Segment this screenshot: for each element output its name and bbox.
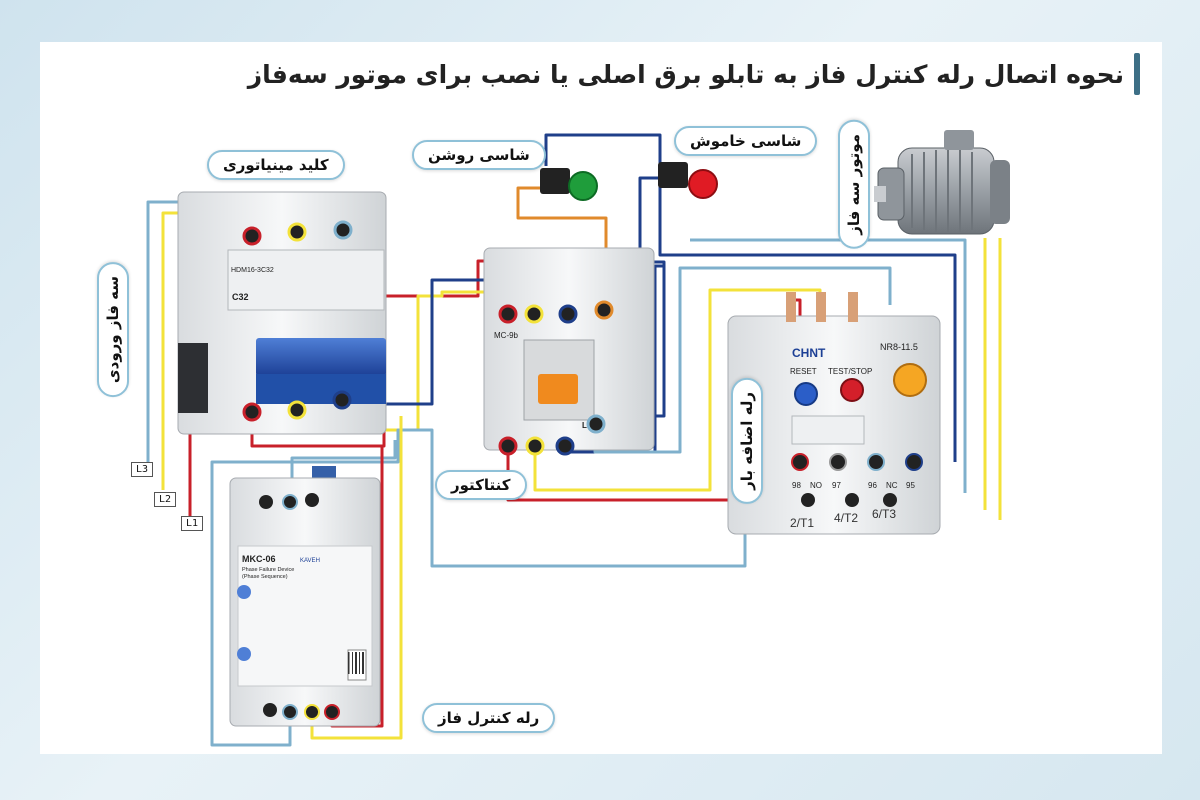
phase-tag-l2: L2 bbox=[154, 492, 177, 507]
wire-overload-blue-to-motor bbox=[544, 133, 957, 462]
aux-97: 97 bbox=[832, 481, 841, 490]
breaker-switch[interactable] bbox=[256, 338, 386, 376]
contactor-orange-actuator bbox=[538, 374, 578, 404]
overload-model: NR8-11.5 bbox=[880, 342, 918, 352]
aux-nc: NC bbox=[886, 481, 898, 490]
t1-label: 2/T1 bbox=[790, 516, 814, 530]
contactor-model: MC-9b bbox=[494, 331, 519, 340]
overload-brand: CHNT bbox=[792, 346, 826, 360]
test-stop-label: TEST/STOP bbox=[828, 367, 872, 376]
breaker-model: HDM16-3C32 bbox=[231, 267, 274, 274]
phase-tag-l3: L3 bbox=[131, 462, 154, 477]
relay-dial-bottom[interactable] bbox=[237, 647, 251, 661]
contactor: MC-9b LS bbox=[483, 247, 655, 456]
phase-relay-label: رله کنترل فاز bbox=[422, 703, 556, 733]
page-title: نحوه اتصال رله کنترل فاز به تابلو برق اص… bbox=[247, 59, 1124, 89]
reset-label: RESET bbox=[790, 367, 817, 376]
three-phase-motor bbox=[874, 130, 1010, 235]
aux-96: 96 bbox=[868, 481, 877, 490]
t2-label: 4/T2 bbox=[834, 511, 858, 525]
reset-button[interactable] bbox=[794, 382, 818, 406]
miniature-breaker: HDM16-3C32 C32 bbox=[177, 191, 387, 435]
red-button-cap[interactable] bbox=[688, 169, 718, 199]
miniature-breaker-label: کلید مینیاتوری bbox=[207, 150, 345, 180]
relay-desc1: Phase Failure Device bbox=[242, 567, 294, 573]
title-bar: نحوه اتصال رله کنترل فاز به تابلو برق اص… bbox=[247, 53, 1140, 95]
wire-overload-lightblue-to-motor bbox=[690, 238, 967, 493]
phase-tag-l1: L1 bbox=[181, 516, 204, 531]
aux-98: 98 bbox=[792, 481, 801, 490]
aux-95: 95 bbox=[906, 481, 915, 490]
green-button-cap[interactable] bbox=[568, 171, 598, 201]
off-button-label: شاسی خاموش bbox=[674, 126, 818, 156]
relay-desc2: (Phase Sequence) bbox=[242, 574, 288, 580]
overload-relay: CHNT NR8-11.5 RESET TEST/STOP 98 NO 97 9… bbox=[727, 292, 941, 535]
breaker-rating: C32 bbox=[232, 292, 249, 302]
wire-on-button-orange bbox=[516, 186, 608, 306]
current-adjust-dial[interactable] bbox=[893, 363, 927, 397]
contactor-label: کنتاکتور bbox=[435, 470, 527, 500]
title-accent bbox=[1134, 53, 1140, 95]
relay-dial-top[interactable] bbox=[237, 585, 251, 599]
relay-model: MKC-06 bbox=[242, 554, 276, 564]
wire-phase-relay-yellow bbox=[310, 416, 403, 740]
off-push-button[interactable] bbox=[658, 162, 718, 199]
aux-no: NO bbox=[810, 481, 822, 490]
relay-brand: KAVEH bbox=[300, 558, 320, 564]
motor-label: موتور سه فاز bbox=[838, 120, 870, 249]
overload-relay-label: رله اضافه بار bbox=[731, 378, 763, 504]
phase-control-relay: MKC-06 KAVEH Phase Failure Device (Phase… bbox=[229, 466, 381, 727]
t3-label: 6/T3 bbox=[872, 507, 896, 521]
on-button-label: شاسی روشن bbox=[412, 140, 546, 170]
wire-phase-relay-blue bbox=[290, 440, 397, 490]
test-stop-button[interactable] bbox=[840, 378, 864, 402]
wire-contactor-yellow-to-overload bbox=[533, 288, 822, 492]
on-push-button[interactable] bbox=[540, 168, 598, 201]
three-phase-input-label: سه فاز ورودی bbox=[97, 262, 129, 398]
